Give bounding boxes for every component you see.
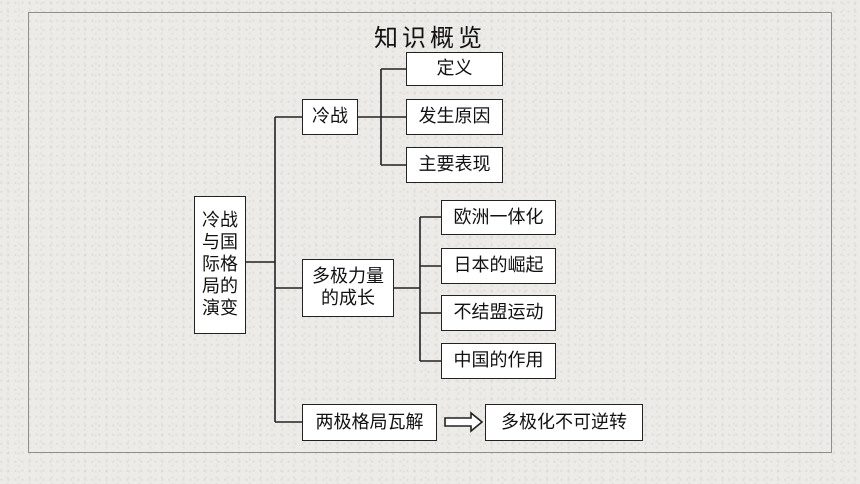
arrow-icon bbox=[444, 411, 484, 433]
manifestations-box: 主要表现 bbox=[406, 147, 503, 183]
definition-box: 定义 bbox=[406, 52, 503, 86]
japan-rise-box: 日本的崛起 bbox=[441, 248, 556, 284]
european-integration-box: 欧洲一体化 bbox=[441, 200, 556, 235]
bipolar-collapse-box: 两极格局瓦解 bbox=[302, 404, 437, 441]
cold-war-box: 冷战 bbox=[302, 99, 358, 135]
multipolar-growth-box: 多极力量 的成长 bbox=[302, 259, 394, 317]
multipolarization-irreversible-box: 多极化不可逆转 bbox=[485, 404, 643, 441]
non-aligned-movement-box: 不结盟运动 bbox=[441, 295, 556, 331]
root-topic-box: 冷战 与国 际格 局的 演变 bbox=[194, 196, 246, 334]
page-title: 知识概览 bbox=[374, 24, 486, 52]
causes-box: 发生原因 bbox=[406, 99, 503, 135]
diagram-frame bbox=[28, 12, 832, 453]
china-role-box: 中国的作用 bbox=[441, 343, 556, 379]
